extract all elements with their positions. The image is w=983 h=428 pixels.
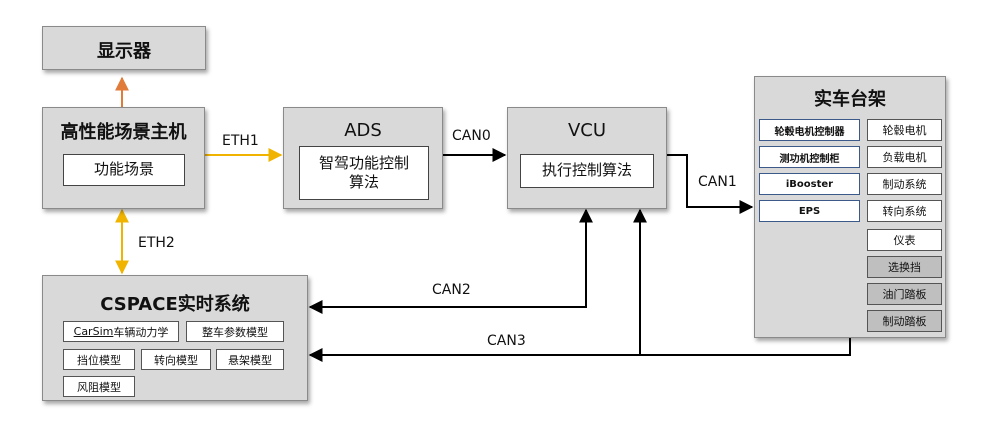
ads-box[interactable]: ADS 智驾功能控制 算法 [283, 107, 443, 209]
ibooster: iBooster [759, 173, 860, 195]
scene-host-title: 高性能场景主机 [60, 122, 187, 143]
display-title: 显示器 [97, 41, 151, 62]
can1-arrow [667, 154, 754, 214]
hub-motor: 轮毂电机 [867, 119, 942, 141]
function-scene-block: 功能场景 [63, 154, 185, 186]
hub-motor-controller: 轮毂电机控制器 [759, 119, 860, 141]
carsim-dynamics-label: 车辆动力学 [113, 325, 169, 339]
suspension-model-module: 悬架模型 [216, 349, 284, 370]
vehicle-params-module: 整车参数模型 [186, 321, 284, 342]
cspace-title: CSPACE实时系统 [100, 294, 250, 315]
can2-arrow [308, 208, 593, 314]
can2-label: CAN2 [432, 282, 471, 298]
load-motor: 负载电机 [867, 146, 942, 168]
eth2-label: ETH2 [138, 235, 175, 251]
wind-resistance-model-module: 风阻模型 [63, 376, 135, 397]
steering-model-module: 转向模型 [141, 349, 211, 370]
instrument-cluster: 仪表 [867, 229, 942, 251]
ads-title: ADS [344, 120, 382, 141]
vcu-box[interactable]: VCU 执行控制算法 [507, 107, 667, 209]
vcu-title: VCU [567, 120, 607, 141]
can1-label: CAN1 [698, 174, 737, 190]
ads-algorithm-block: 智驾功能控制 算法 [299, 146, 429, 200]
display-box[interactable]: 显示器 [42, 26, 206, 70]
can3-line [633, 208, 851, 356]
gear-shifter: 选换挡 [867, 256, 942, 278]
accelerator-pedal: 油门踏板 [867, 283, 942, 305]
steering-system: 转向系统 [867, 200, 942, 222]
can3-label: CAN3 [487, 333, 526, 349]
carsim-label: CarSim [73, 325, 114, 338]
vehicle-rig-title: 实车台架 [814, 89, 886, 110]
can0-label: CAN0 [452, 128, 491, 144]
scene-host-box[interactable]: 高性能场景主机 功能场景 [42, 107, 205, 209]
eps: EPS [759, 200, 860, 222]
eth1-label: ETH1 [222, 133, 259, 149]
gear-model-module: 挡位模型 [63, 349, 135, 370]
vcu-algorithm-block: 执行控制算法 [520, 154, 654, 188]
brake-system: 制动系统 [867, 173, 942, 195]
brake-pedal: 制动踏板 [867, 310, 942, 332]
dyno-control-cabinet: 测功机控制柜 [759, 146, 860, 168]
